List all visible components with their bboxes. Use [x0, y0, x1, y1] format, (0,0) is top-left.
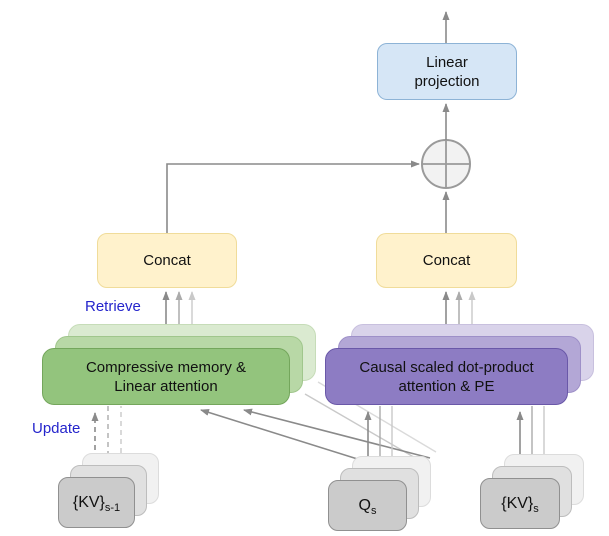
node-linear-projection: Linear projection	[377, 43, 517, 100]
arrow-concat-left-to-combine	[166, 160, 420, 233]
kv-cur-subscript: s	[533, 503, 539, 516]
kv-prev-subscript: s-1	[104, 502, 121, 515]
node-compressive-memory: Compressive memory & Linear attention	[42, 348, 290, 405]
kv-prev-label: {KV}s-1	[72, 494, 121, 515]
node-kv-cur: {KV}s	[480, 478, 560, 529]
query-subscript: s	[370, 505, 377, 518]
memory-label-line2: Linear attention	[114, 377, 218, 395]
node-concat-left: Concat	[97, 233, 237, 288]
query-label: Qs	[358, 497, 377, 518]
memory-label-line1: Compressive memory &	[85, 358, 247, 376]
node-kv-prev: {KV}s-1	[58, 477, 135, 528]
kv-cur-label: {KV}s	[501, 495, 539, 516]
retrieve-label: Retrieve	[85, 298, 141, 315]
node-query: Qs	[328, 480, 407, 531]
linear-projection-label-line1: Linear	[426, 53, 468, 71]
update-label: Update	[32, 420, 81, 437]
linear-projection-label-line2: projection	[414, 72, 480, 90]
attention-label-line1: Causal scaled dot-product	[359, 358, 534, 376]
node-causal-attention: Causal scaled dot-product attention & PE	[325, 348, 568, 405]
node-concat-right: Concat	[376, 233, 517, 288]
concat-left-label: Concat	[143, 252, 191, 269]
concat-right-label: Concat	[422, 252, 471, 269]
plus-combine-icon	[421, 139, 471, 189]
attention-label-line2: attention & PE	[398, 377, 495, 395]
